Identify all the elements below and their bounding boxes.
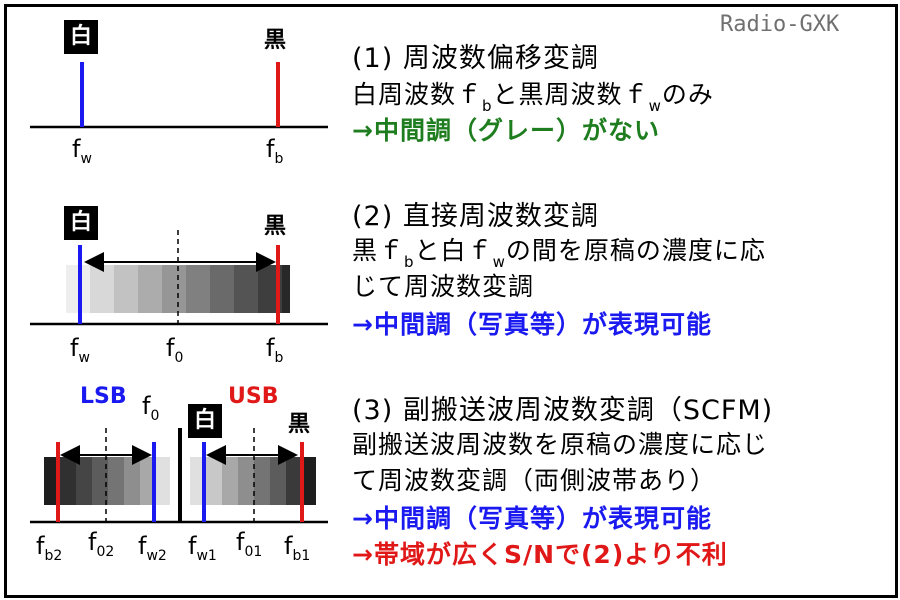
freq-label-fw: fw: [72, 135, 92, 167]
white-badge: 白: [64, 206, 98, 240]
section3-result2: →帯域が広くS/Nで(2)より不利: [352, 540, 728, 569]
section2-line1: 黒ｆbと白ｆwの間を原稿の濃度に応: [352, 236, 766, 271]
black-label: 黒: [264, 214, 287, 239]
freq-label-f01: f01: [236, 528, 263, 560]
section3-result1: →中間調（写真等）が表現可能: [352, 504, 712, 533]
freq-label-f02: f02: [88, 528, 115, 560]
d3-lsb-gradient: [44, 457, 170, 505]
lsb-label: LSB: [80, 384, 127, 409]
section3-line1: 副搬送波周波数を原稿の濃度に応じ: [352, 430, 769, 459]
usb-label: USB: [228, 384, 279, 409]
section2-line2: じて周波数変調: [352, 272, 535, 301]
freq-label-fb: fb: [266, 135, 284, 167]
freq-label-f0: f0: [142, 392, 160, 424]
d3-usb-gradient: [190, 457, 316, 505]
section3-title: (3) 副搬送波周波数変調（SCFM): [352, 395, 774, 426]
section3-line2: て周波数変調（両側波帯あり）: [352, 466, 717, 495]
freq-label-f0: f0: [166, 334, 184, 366]
section1-title: (1) 周波数偏移変調: [352, 43, 599, 74]
section1-result: →中間調（グレー）がない: [352, 116, 660, 145]
freq-label-fw1: fw1: [188, 532, 217, 564]
white-badge: 白: [64, 20, 98, 54]
freq-label-fb2: fb2: [36, 532, 63, 564]
white-badge: 白: [188, 404, 222, 438]
freq-label-fw: fw: [70, 334, 90, 366]
section2-result: →中間調（写真等）が表現可能: [352, 310, 712, 339]
section2-title: (2) 直接周波数変調: [352, 201, 599, 232]
black-label: 黒: [264, 28, 287, 53]
freq-label-fb1: fb1: [284, 532, 311, 564]
freq-label-fw2: fw2: [138, 532, 167, 564]
black-label: 黒: [288, 412, 311, 437]
freq-label-fb: fb: [266, 334, 284, 366]
section1-line1: 白周波数ｆbと黒周波数ｆwのみ: [352, 80, 714, 115]
credit-label: Radio-GXK: [720, 12, 840, 37]
d2-gradient-bar: [66, 265, 290, 313]
